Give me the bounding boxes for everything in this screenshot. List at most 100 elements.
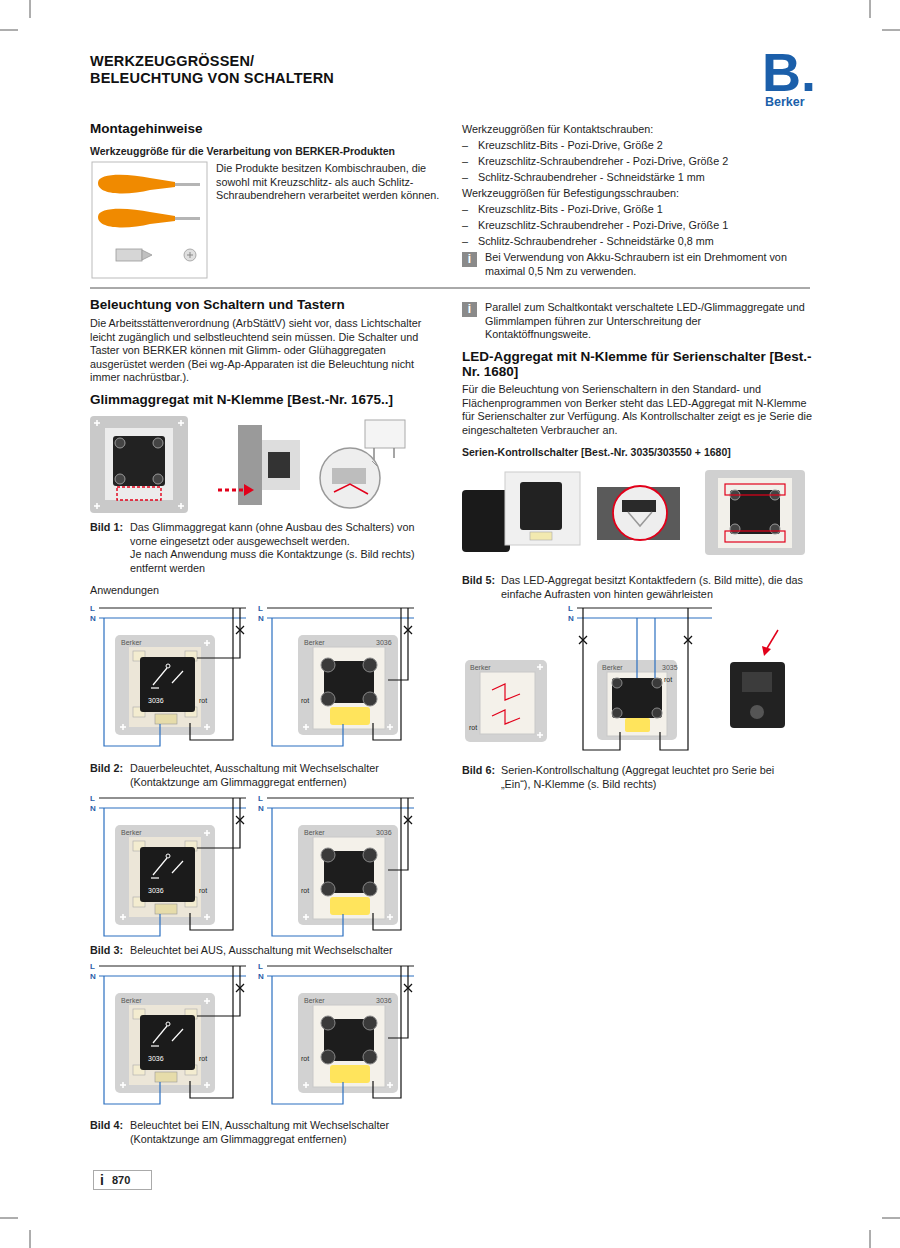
lamp-symbol — [236, 984, 244, 992]
list-item: Schlitz-Schraubendreher - Schneidstärke … — [478, 171, 705, 185]
phase-line — [267, 797, 414, 798]
list-dash: – — [462, 219, 468, 233]
bit-tip — [142, 250, 152, 260]
switch-insert — [313, 837, 385, 919]
marked-area — [117, 487, 161, 500]
terminal-screw — [363, 882, 377, 896]
node-text: i — [100, 1172, 104, 1188]
insert-arrow — [218, 489, 244, 492]
wire-color: rot — [469, 724, 477, 732]
lamp-symbol — [404, 984, 412, 992]
brand-print: Berker — [121, 829, 142, 837]
switch-symbol — [172, 861, 183, 873]
screw-mark — [305, 914, 307, 920]
screw-mark — [96, 503, 98, 509]
switch-insert — [129, 647, 201, 727]
switch-insert — [129, 837, 201, 917]
figure-caption: Beleuchtet bei EIN, Ausschaltung mit Wec… — [130, 1119, 430, 1146]
switch-symbol — [172, 671, 183, 683]
wire-color: rot — [301, 887, 309, 895]
figure-caption: Beleuchtet bei AUS, Ausschaltung mit Wec… — [130, 944, 440, 958]
terminal-screw — [115, 474, 125, 484]
section-rule — [90, 288, 810, 289]
wire — [104, 618, 160, 746]
glow-unit — [365, 420, 405, 448]
terminal-screw — [153, 438, 163, 448]
phase-line — [99, 797, 246, 798]
wire — [583, 608, 620, 750]
screw-mark — [539, 664, 541, 670]
screw-mark — [122, 1082, 124, 1088]
page-number-box: i870 — [93, 1170, 152, 1190]
section-heading: LED-Aggregat mit N-Klemme für Serienscha… — [462, 349, 812, 379]
lamp-symbol — [404, 984, 412, 992]
wire — [190, 608, 233, 740]
lamp-symbol — [684, 636, 692, 644]
glow-unit-pin — [393, 448, 395, 458]
lamp-symbol — [579, 636, 587, 644]
list-dash: – — [462, 139, 468, 153]
screw-mark — [389, 914, 391, 920]
wire — [373, 608, 401, 740]
terminal-screw — [363, 848, 377, 862]
neutral-label: N — [258, 804, 264, 813]
lamp-symbol — [236, 626, 244, 634]
note-text: Bei Verwendung von Akku-Schraubern ist e… — [485, 251, 810, 278]
brand-print: Berker — [602, 664, 623, 672]
marked-area — [725, 484, 785, 495]
crop-mark — [30, 0, 31, 18]
marked-area — [725, 531, 785, 542]
switch-symbol — [151, 1045, 159, 1046]
neutral-label: N — [258, 972, 264, 981]
led-glow — [330, 707, 370, 725]
wire — [104, 976, 160, 1104]
part-number: 3036 — [376, 829, 392, 837]
crop-mark — [30, 1230, 31, 1248]
screw-mark — [206, 640, 208, 646]
figure-caption: Je nach Anwendung muss die Kontaktzunge … — [130, 548, 435, 575]
figure-number: Bild 6: — [462, 764, 495, 778]
terminal-screw — [321, 658, 335, 672]
info-icon: i — [462, 252, 477, 267]
screw-mark — [206, 724, 208, 730]
phase-line — [577, 607, 712, 608]
list-item: Kreuzschlitz-Bits - Pozi-Drive, Größe 1 — [478, 203, 663, 217]
screw-mark — [206, 998, 208, 1004]
crop-mark — [870, 0, 871, 18]
terminal-screw — [363, 1016, 377, 1030]
contact-spring-holder — [622, 500, 656, 512]
wire — [104, 808, 160, 936]
terminal-screw — [612, 708, 622, 718]
info-icon: i — [462, 302, 477, 317]
cover-plate — [298, 825, 398, 925]
led-unit-part — [742, 672, 772, 692]
neutral-line — [577, 617, 712, 618]
switch-symbol — [151, 687, 159, 688]
switch-mechanism — [140, 1015, 195, 1070]
terminal-screw — [321, 848, 335, 862]
tool-frame — [92, 162, 207, 278]
list-heading: Werkzeuggrößen für Kontaktschrauben: — [462, 123, 653, 137]
list-item: Schlitz-Schraubendreher - Schneidstärke … — [478, 235, 714, 249]
wire — [272, 618, 343, 746]
neutral-label: N — [258, 614, 264, 623]
wire-color: rot — [301, 1055, 309, 1063]
list-dash: – — [462, 155, 468, 169]
bit-body — [116, 249, 142, 261]
terminal-screw — [321, 1050, 335, 1064]
contact-tongue — [332, 468, 366, 484]
neutral-line — [99, 975, 246, 976]
cover-plate — [115, 825, 215, 925]
switch-insert — [313, 647, 385, 729]
screw-mark — [389, 724, 391, 730]
phase-label: L — [258, 604, 263, 613]
neutral-label: N — [90, 804, 96, 813]
neutral-label: N — [568, 614, 574, 623]
led-glow — [625, 718, 650, 732]
phase-line — [267, 607, 414, 608]
brand-print: Berker — [304, 829, 325, 837]
terminal-screw — [153, 474, 163, 484]
part-number: 3036 — [148, 1055, 164, 1063]
brand-logo: B. — [762, 45, 816, 99]
